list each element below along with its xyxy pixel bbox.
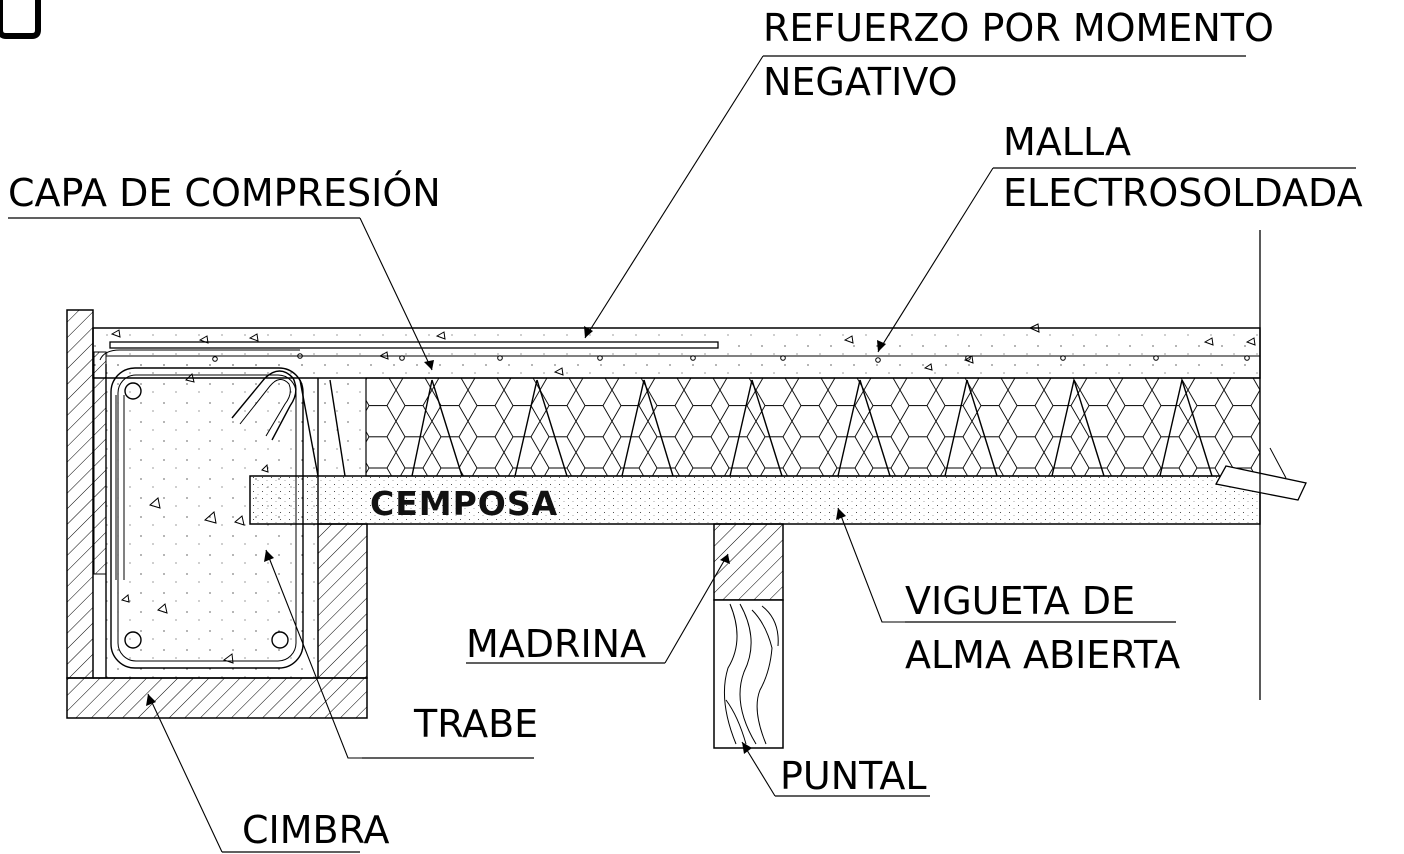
label-malla-line1: MALLA [1003,120,1131,164]
cimbra-right-board [317,523,368,679]
corner-mark [0,0,41,39]
label-capa: CAPA DE COMPRESIÓN [8,171,441,215]
beam-bar [271,631,289,649]
label-cimbra: CIMBRA [242,808,389,852]
beam-bar [124,631,142,649]
label-malla-line2: ELECTROSOLDADA [1003,171,1363,215]
label-refuerzo-line1: REFUERZO POR MOMENTO [763,6,1274,50]
puntal-post [713,599,784,749]
topping-aggregate [110,323,1256,376]
leader-lines [147,55,994,853]
hex-infill-blocks [365,377,1261,477]
cimbra-inner-strip [93,351,107,575]
joist-web-diagonals [299,379,1213,477]
wood-grain [723,603,779,745]
stirrup-hook [231,370,297,441]
cimbra-side-board [66,309,94,679]
beam-aggregate [120,373,269,664]
label-refuerzo-line2: NEGATIVO [763,60,958,104]
joist-base [249,475,1261,525]
label-vigueta-line1: VIGUETA DE [905,579,1135,623]
negative-moment-bar [109,341,719,349]
label-puntal: PUNTAL [780,754,927,798]
label-madrina: MADRINA [466,622,646,666]
mesh-dots [212,353,1250,363]
cimbra-bottom-board [66,677,368,719]
leader-arrowheads [146,326,886,754]
brand-logo: CEMPOSA [370,484,558,523]
beam-bar [124,382,142,400]
label-trabe: TRABE [413,702,538,746]
madrina-board [713,523,784,601]
label-vigueta-line2: ALMA ABIERTA [905,633,1180,677]
joist-cut-end [1214,230,1307,700]
